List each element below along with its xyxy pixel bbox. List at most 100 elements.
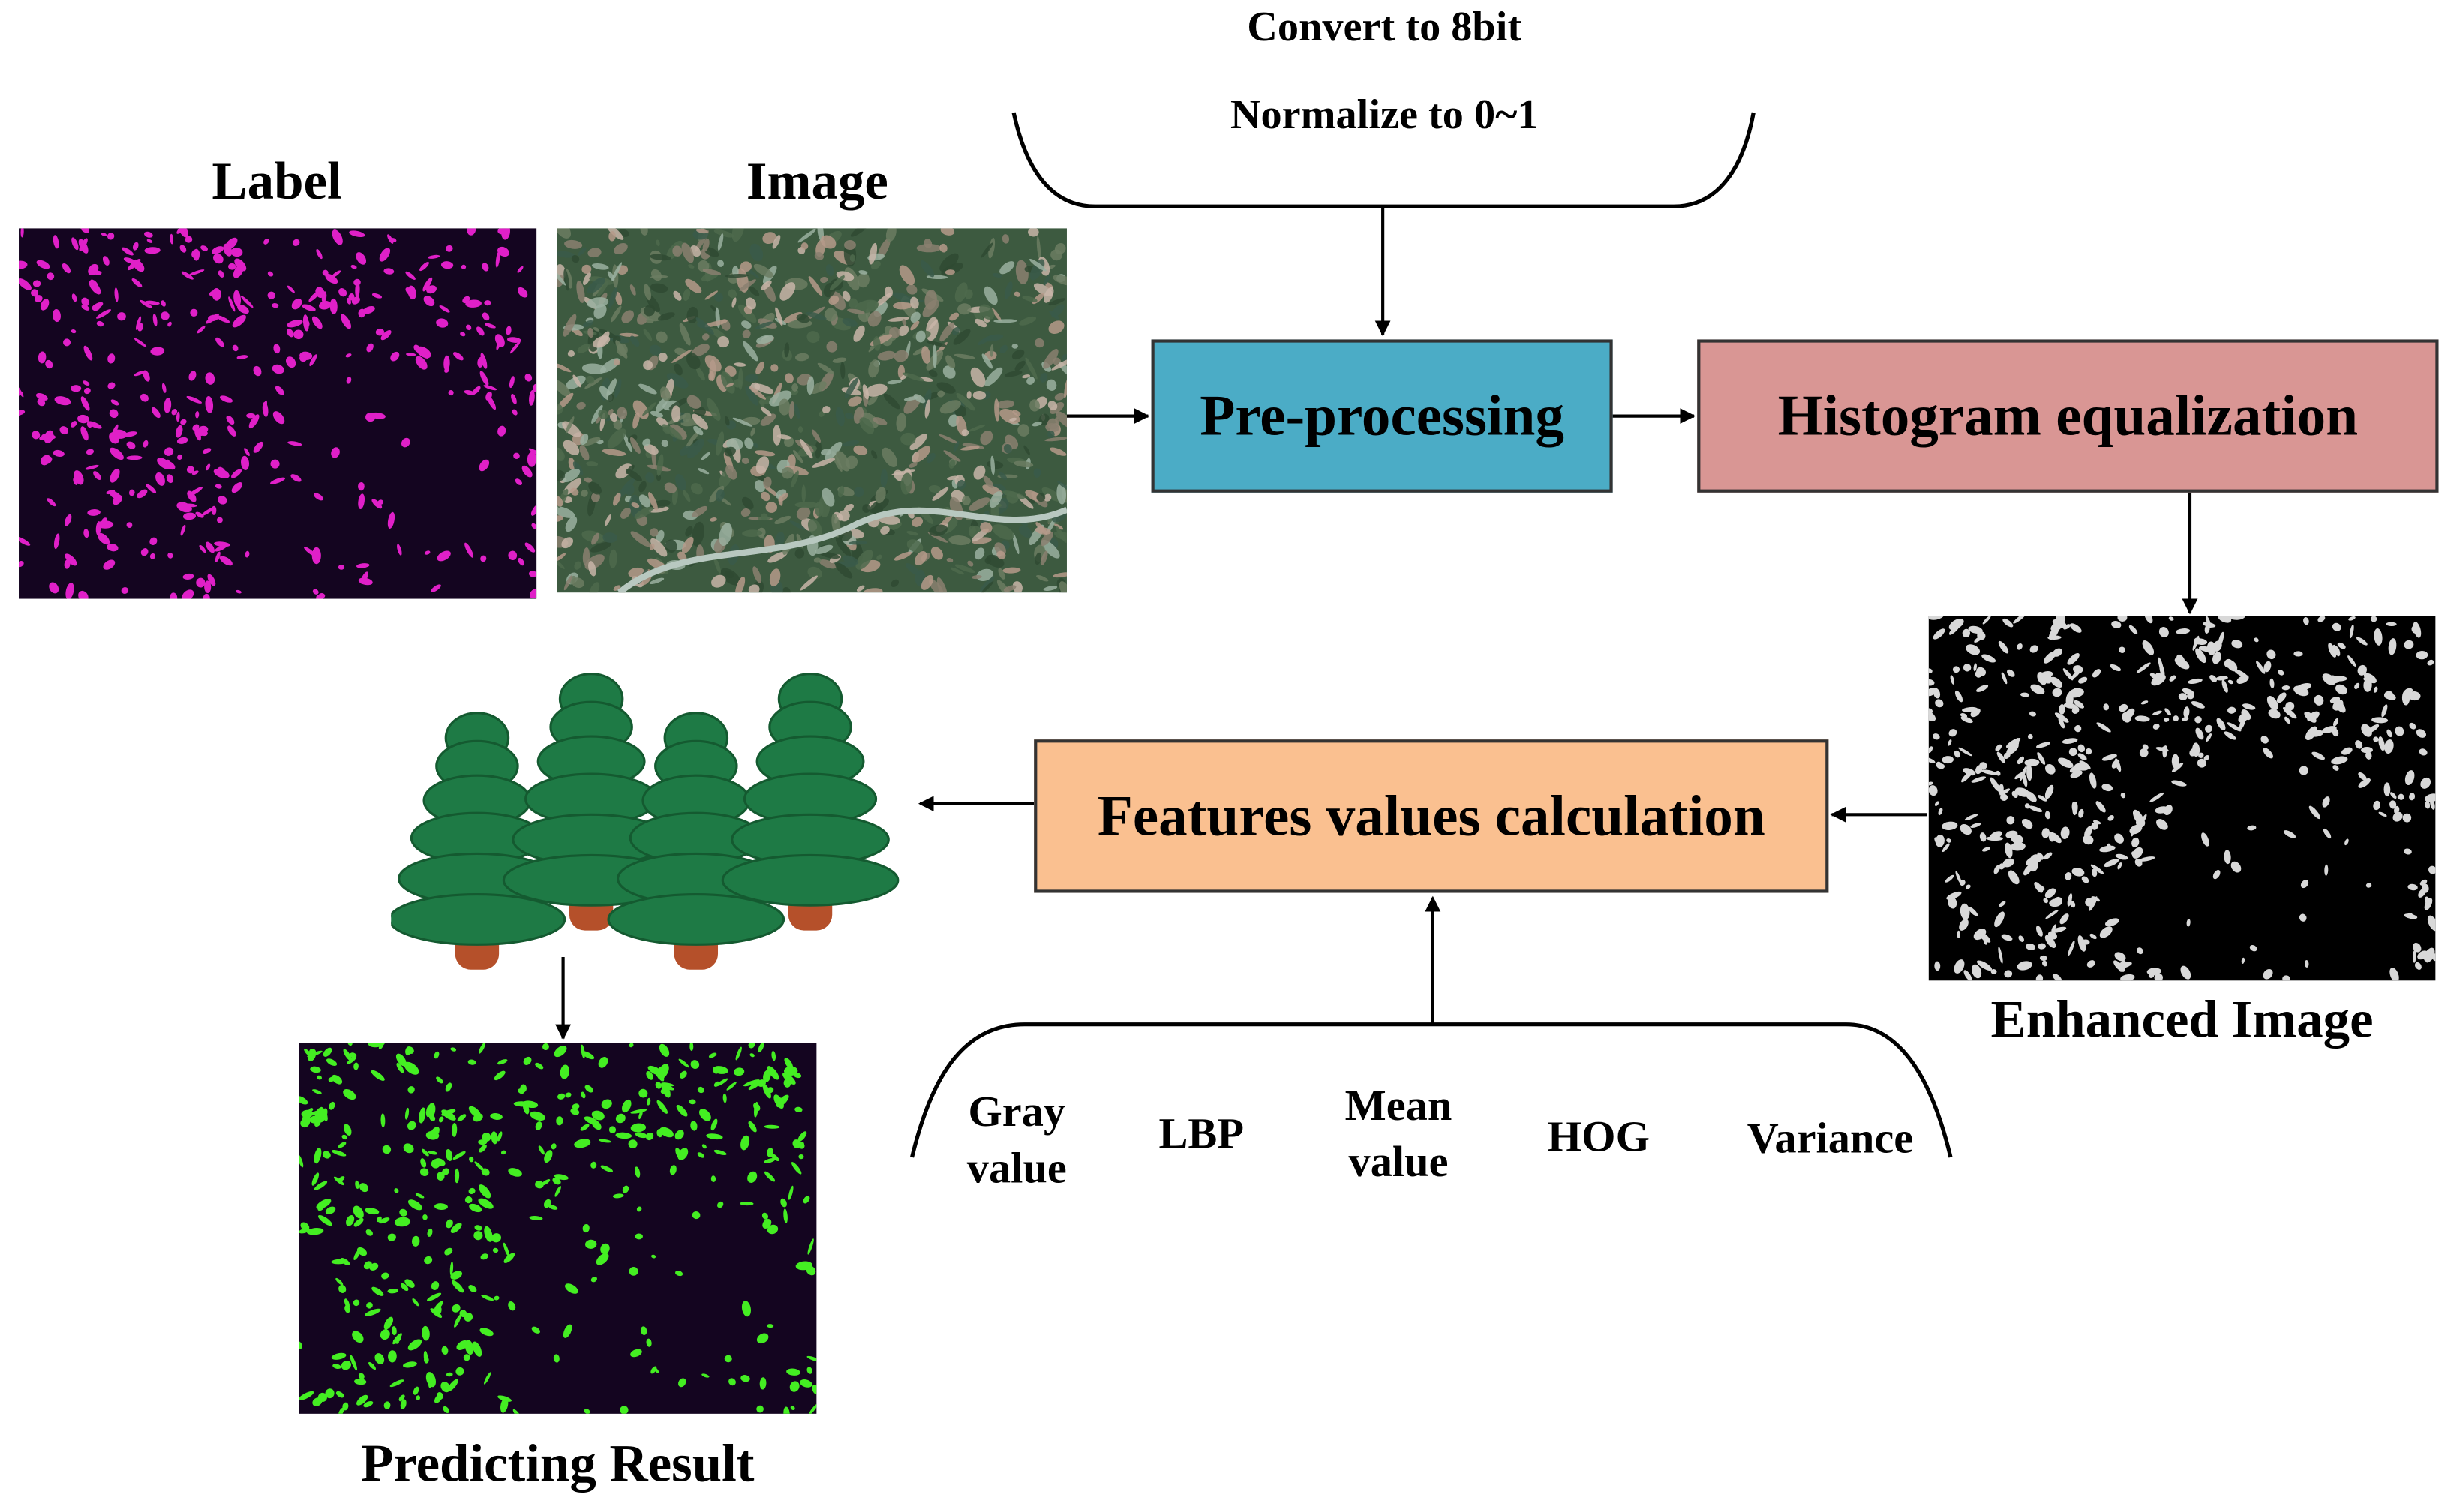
mask-blob <box>2119 704 2128 712</box>
mask-blob <box>480 555 487 562</box>
terrain-patch <box>650 283 668 293</box>
mask-blob <box>2078 808 2084 818</box>
mask-blob <box>2156 819 2168 830</box>
terrain-patch <box>685 526 693 537</box>
mask-blob <box>2152 723 2160 730</box>
mask-blob <box>2215 676 2228 681</box>
mask-blob <box>2053 648 2062 657</box>
terrain-patch <box>891 579 900 588</box>
mask-blob <box>2129 824 2143 835</box>
tree-3 <box>607 712 785 970</box>
mask-blob <box>155 472 165 486</box>
terrain-patch <box>673 290 682 301</box>
mask-blob <box>675 1270 683 1276</box>
terrain-patch <box>1002 490 1026 500</box>
mask-blob <box>1981 847 1990 852</box>
mask-blob <box>380 329 392 340</box>
mask-blob <box>636 1206 642 1212</box>
terrain-patch <box>580 434 589 446</box>
mask-blob <box>2425 801 2431 809</box>
terrain-patch <box>638 481 647 493</box>
mask-blob <box>338 1407 344 1414</box>
mask-blob <box>788 1185 794 1200</box>
mask-blob <box>2120 974 2135 981</box>
mask-blob <box>380 1113 386 1128</box>
mask-blob <box>472 386 481 394</box>
mask-blob <box>2305 726 2318 741</box>
mask-blob <box>2268 709 2281 719</box>
terrain-patch <box>638 383 657 394</box>
mask-blob <box>2067 893 2073 907</box>
mask-blob <box>403 1361 417 1368</box>
mask-blob <box>756 1333 769 1344</box>
mask-blob <box>2218 616 2232 623</box>
mask-blob <box>2035 926 2043 937</box>
mask-blob <box>797 1131 807 1142</box>
terrain-patch <box>746 297 756 310</box>
mask-blob <box>331 1149 347 1156</box>
mask-blob <box>676 1104 688 1117</box>
mask-blob <box>81 297 89 307</box>
terrain-patch <box>664 482 677 494</box>
mask-blob <box>152 406 161 418</box>
terrain-patch <box>557 362 572 373</box>
mask-blob <box>2419 748 2428 756</box>
mask-blob <box>530 504 537 516</box>
mask-blob <box>2381 704 2388 718</box>
terrain-patch <box>650 254 671 261</box>
mask-blob <box>445 1148 453 1161</box>
terrain-patch <box>764 485 779 497</box>
terrain-patch <box>725 416 730 426</box>
mask-blob <box>416 1395 421 1400</box>
mask-blob <box>2216 718 2226 730</box>
terrain-patch <box>644 304 656 316</box>
terrain-patch <box>738 368 743 390</box>
mask-blob <box>444 1247 453 1256</box>
terrain-patch <box>696 229 708 234</box>
mask-blob <box>791 1162 802 1174</box>
mask-blob <box>157 458 171 470</box>
mask-blob <box>2092 820 2101 825</box>
mask-blob <box>206 464 211 471</box>
mask-blob <box>349 1052 357 1058</box>
mask-blob <box>322 269 329 276</box>
mask-blob <box>2331 756 2348 765</box>
mask-blob <box>2409 722 2416 730</box>
terrain-patch <box>779 398 791 416</box>
mask-blob <box>2092 669 2101 678</box>
terrain-patch <box>621 310 635 323</box>
mask-blob <box>205 395 214 413</box>
mask-blob <box>122 247 134 256</box>
mask-blob <box>369 1262 379 1270</box>
mask-blob <box>655 1082 662 1089</box>
mask-blob <box>2142 640 2155 656</box>
mask-blob <box>524 542 536 553</box>
terrain-patch <box>572 461 584 476</box>
mask-blob <box>1942 821 1958 831</box>
terrain-patch <box>613 419 623 430</box>
mask-blob <box>1928 688 1937 697</box>
mask-blob <box>326 1058 338 1066</box>
terrain-patch <box>1002 567 1021 574</box>
mask-blob <box>1948 740 1952 746</box>
terrain-patch <box>945 355 956 369</box>
mask-blob <box>1948 896 1957 909</box>
mask-blob <box>482 262 489 272</box>
terrain-patch <box>1054 243 1066 254</box>
mask-blob <box>509 376 515 388</box>
mask-blob <box>1976 685 1989 692</box>
mask-blob <box>1948 618 1964 631</box>
mask-blob <box>2317 616 2326 622</box>
mask-blob <box>2330 676 2340 684</box>
mask-blob <box>338 565 345 570</box>
terrain-patch <box>946 558 954 563</box>
mask-blob <box>535 1062 544 1070</box>
terrain-patch <box>825 441 843 460</box>
terrain-patch <box>814 251 825 260</box>
terrain-patch <box>784 342 790 358</box>
mask-blob <box>480 352 488 369</box>
mask-blob <box>1959 919 1969 931</box>
mask-blob <box>307 1050 323 1058</box>
mask-blob <box>2205 724 2212 733</box>
mask-blob <box>71 385 82 392</box>
